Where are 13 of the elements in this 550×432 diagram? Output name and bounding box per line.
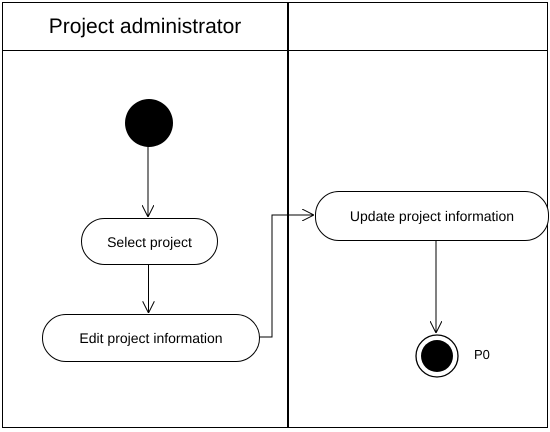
arrow — [142, 146, 154, 218]
arrow — [430, 240, 442, 334]
node-caption: P0 — [474, 347, 490, 362]
activity-box: Update project information — [315, 191, 549, 241]
arrow — [142, 264, 155, 314]
activity-box: Select project — [81, 218, 218, 265]
arrow — [258, 208, 314, 338]
lane-header: Project administrator — [3, 3, 287, 51]
initial-node — [125, 99, 173, 147]
swimlane — [288, 2, 548, 428]
final-node — [415, 334, 459, 378]
activity-box: Edit project information — [42, 314, 260, 362]
swimlane — [2, 2, 288, 428]
